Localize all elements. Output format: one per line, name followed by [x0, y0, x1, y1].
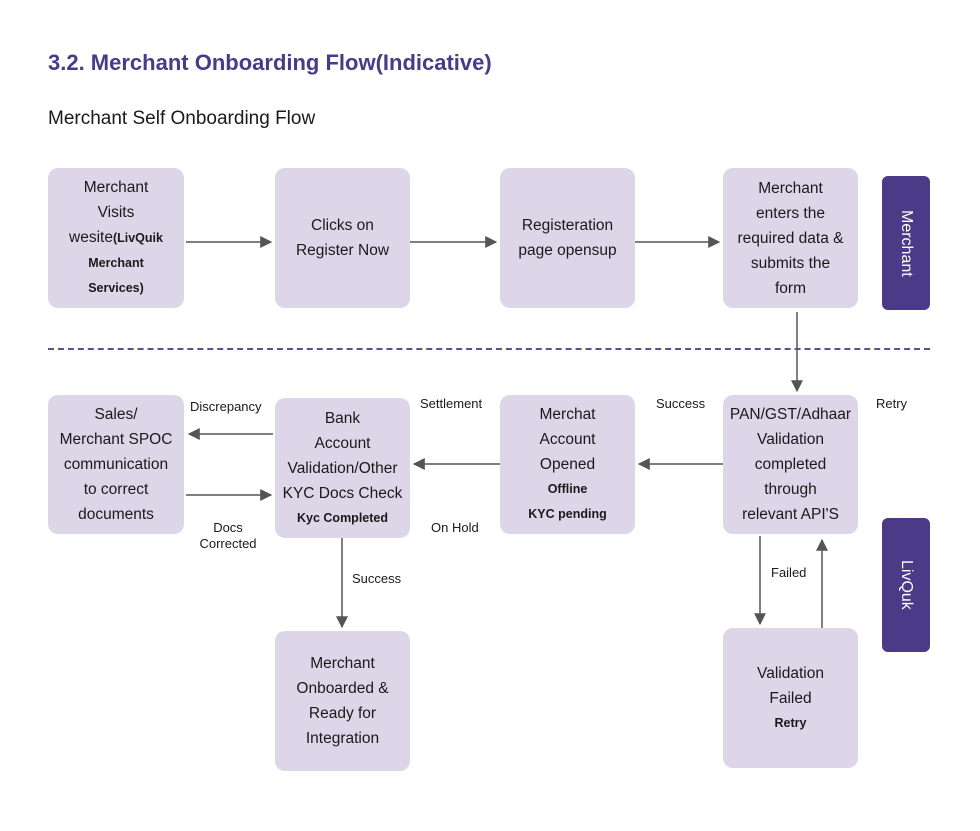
node-line: Visits — [97, 204, 135, 221]
node-line: Account — [314, 434, 371, 452]
node-line: Bank — [324, 409, 361, 427]
node-line: to correct — [83, 481, 149, 498]
node-line: Merchant SPOC — [59, 431, 173, 448]
node-line: page opensup — [518, 242, 617, 259]
node-line: Opened — [539, 456, 596, 473]
node-submit-form: Merchant enters the required data & subm… — [723, 168, 858, 308]
node-note: KYC pending — [528, 507, 607, 521]
node-onboarded: Merchant Onboarded & Ready for Integrati… — [275, 631, 410, 771]
node-line: Sales/ — [94, 406, 138, 423]
edge-label-settlement: Settlement — [420, 396, 483, 411]
node-line: Validation — [757, 664, 824, 682]
lane-livquik: LivQuk — [882, 518, 930, 652]
node-line: communication — [63, 456, 169, 473]
node-sales-spoc: Sales/ Merchant SPOC communication to co… — [48, 395, 184, 534]
lane-livquik-label: LivQuk — [898, 560, 915, 610]
node-line: Merchat — [539, 406, 596, 423]
node-note: Merchant — [88, 256, 144, 270]
node-line: Integration — [305, 730, 380, 747]
node-line: completed — [754, 456, 827, 473]
edge-label-line: Corrected — [199, 536, 257, 551]
edge-label-success-validation: Success — [656, 396, 706, 411]
flow-title: Merchant Self Onboarding Flow — [48, 108, 316, 129]
node-line: Validation/Other — [287, 459, 398, 477]
node-account-opened: Merchat Account Opened Offline KYC pendi… — [500, 395, 635, 534]
node-line: Onboarded & — [296, 680, 389, 697]
node-line: Merchant — [310, 655, 375, 672]
node-note: Kyc Completed — [297, 510, 388, 525]
node-line: Merchant — [758, 179, 823, 197]
node-line: relevant API'S — [742, 506, 839, 523]
node-line: documents — [78, 506, 154, 523]
node-visit-website: Merchant Visits wesite(LivQuik Merchant … — [48, 168, 184, 308]
node-line: submits the — [750, 254, 831, 272]
lane-divider — [48, 348, 930, 350]
node-line: through — [764, 481, 817, 498]
lane-merchant-label: Merchant — [898, 209, 915, 277]
node-note: Offline — [547, 482, 588, 496]
node-line: Registeration — [521, 217, 614, 234]
edge-label-success-onboard: Success — [352, 571, 402, 586]
node-line: Register Now — [295, 242, 390, 259]
node-register: Clicks on Register Now — [275, 168, 410, 308]
node-line: Account — [539, 431, 596, 448]
node-line: Clicks on — [311, 217, 374, 234]
node-note: Retry — [774, 715, 807, 730]
node-line: PAN/GST/Adhaar — [729, 406, 852, 423]
node-text: wesite — [69, 229, 113, 246]
node-line: required data & — [737, 229, 844, 247]
lane-merchant: Merchant — [882, 176, 930, 310]
node-line: Failed — [769, 689, 812, 707]
edge-label-discrepancy: Discrepancy — [190, 399, 262, 414]
edge-label-docs-corrected: Docs Corrected — [194, 520, 262, 552]
node-validation-failed: Validation Failed Retry — [723, 628, 858, 768]
node-registration-page: Registeration page opensup — [500, 168, 635, 308]
node-bank-validation: Bank Account Validation/Other KYC Docs C… — [275, 398, 410, 538]
node-line: form — [775, 279, 806, 297]
edge-label-retry: Retry — [876, 396, 908, 411]
node-line: KYC Docs Check — [282, 484, 403, 502]
edge-label-on-hold: On Hold — [431, 520, 479, 535]
node-note: Services) — [88, 281, 144, 295]
section-title: 3.2. Merchant Onboarding Flow(Indicative… — [48, 50, 492, 75]
node-note: (LivQuik — [112, 231, 163, 245]
node-validation: PAN/GST/Adhaar Validation completed thro… — [723, 395, 858, 534]
node-line: Merchant — [83, 179, 149, 196]
node-line: Validation — [757, 431, 824, 448]
edge-label-line: Docs — [213, 520, 243, 535]
node-line: Ready for — [308, 705, 377, 722]
node-line: wesite(LivQuik — [69, 225, 163, 251]
edge-label-failed: Failed — [771, 565, 807, 580]
node-line: enters the — [756, 204, 825, 222]
